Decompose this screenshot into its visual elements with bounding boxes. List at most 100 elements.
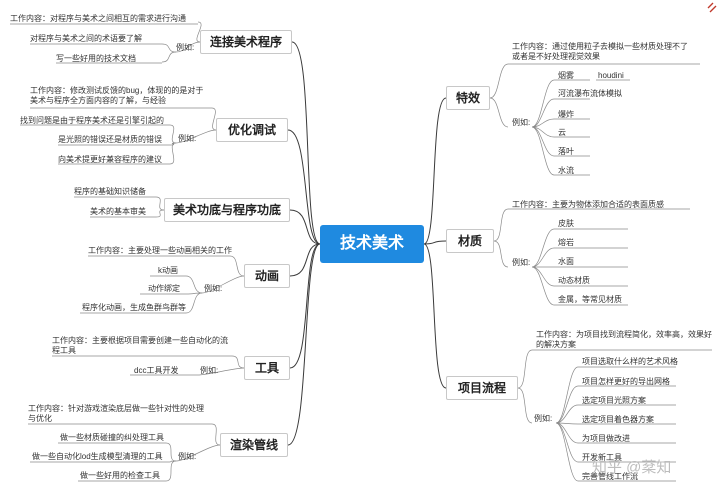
node-vfx[interactable]: 特效 xyxy=(446,86,490,110)
pipe-a-1 xyxy=(175,444,221,462)
example-project: 例如: xyxy=(534,414,553,423)
leaf-mat-4: 动态材质 xyxy=(558,276,590,285)
leaf-pipe-3: 做一些好用的检查工具 xyxy=(80,471,160,480)
leaf-proj-7: 完善管线工作流 xyxy=(582,472,638,481)
leaf-mat-3: 水面 xyxy=(558,257,574,266)
mat-b-1 xyxy=(531,247,555,268)
conn-a-0 xyxy=(196,21,202,43)
leaf-connect-1: 对程序与美术之间的术语要了解 xyxy=(30,34,142,43)
example-tools: 例如: xyxy=(200,366,219,375)
connector-right-1 xyxy=(423,240,447,245)
branch-connectors xyxy=(287,41,447,446)
connector-left-2 xyxy=(289,209,321,245)
node-animation[interactable]: 动画 xyxy=(244,264,290,288)
anim-b-2 xyxy=(185,292,203,314)
fund-1 xyxy=(155,209,165,218)
opt-a-1 xyxy=(175,129,217,144)
node-material[interactable]: 材质 xyxy=(446,229,494,253)
example-optimize: 例如: xyxy=(178,134,197,143)
node-optimize-debug[interactable]: 优化调试 xyxy=(216,118,288,142)
fund-0 xyxy=(155,196,165,211)
example-pipeline: 例如: xyxy=(178,452,197,461)
proj-b-4 xyxy=(555,422,579,444)
leaf-underlines xyxy=(10,21,712,482)
pipe-a-0 xyxy=(211,423,221,446)
vfx-b-5 xyxy=(531,126,555,176)
vfx-b-2 xyxy=(531,118,555,128)
mat-b-4 xyxy=(531,266,555,306)
desc-tools: 工作内容：主要根据项目需要创建一些自动化的流程工具 xyxy=(52,336,228,355)
node-connect-art-program[interactable]: 连接美术程序 xyxy=(200,30,292,54)
desc-material: 工作内容：主要为物体添加合适的表面质感 xyxy=(512,200,664,209)
node-project-pipeline[interactable]: 项目流程 xyxy=(446,376,518,400)
leaf-pipe-1: 做一些材质碰撞的纠处理工具 xyxy=(60,433,164,442)
example-connect: 例如: xyxy=(176,43,195,52)
leaf-tools-1: dcc工具开发 xyxy=(134,366,179,375)
example-vfx: 例如: xyxy=(512,118,531,127)
leaf-vfx-1: 烟雾 xyxy=(558,71,574,80)
vfx-b-0 xyxy=(531,79,555,128)
leaf-connect-2: 写一些好用的技术文档 xyxy=(56,54,136,63)
leaf-fund-1: 程序的基础知识储备 xyxy=(74,187,146,196)
vfx-a-0 xyxy=(489,63,509,99)
node-render-pipeline[interactable]: 渲染管线 xyxy=(220,433,288,457)
leaf-vfx-extra: houdini xyxy=(598,71,624,80)
leaf-optimize-2: 是光照的错误还是材质的错误 xyxy=(58,135,162,144)
pipe-b-2 xyxy=(165,460,177,482)
proj-b-6 xyxy=(555,422,579,482)
tools-a-0 xyxy=(231,355,245,369)
node-art-program-fundamentals[interactable]: 美术功底与程序功底 xyxy=(164,198,290,222)
leaf-mat-5: 金属，等常见材质 xyxy=(558,295,622,304)
leaf-proj-1: 项目选取什么样的艺术风格 xyxy=(582,357,678,366)
anim-a-1 xyxy=(201,275,245,294)
desc-vfx: 工作内容：通过使用粒子去模拟一些材质处理不了或者是不好处理视觉效果 xyxy=(512,42,688,61)
connector-left-5 xyxy=(287,243,321,446)
leaf-proj-3: 选定项目光照方案 xyxy=(582,396,646,405)
desc-project: 工作内容：为项目找到流程简化，效率高，效果好的解决方案 xyxy=(536,330,712,349)
desc-animation: 工作内容：主要处理一些动画相关的工作 xyxy=(88,246,232,255)
connector-left-4 xyxy=(289,243,321,369)
leaf-proj-2: 项目怎样更好的导出网格 xyxy=(582,377,670,386)
leaf-vfx-6: 水流 xyxy=(558,166,574,175)
pipe-b-0 xyxy=(165,442,177,462)
node-tools[interactable]: 工具 xyxy=(244,356,290,380)
mat-a-0 xyxy=(493,208,509,242)
vfx-b-1 xyxy=(531,98,555,128)
link-icon xyxy=(707,2,717,13)
mat-a-1 xyxy=(493,240,509,268)
leaf-proj-4: 选定项目着色器方案 xyxy=(582,415,654,424)
leaf-pipe-2: 做一些自动化lod生成模型清理的工具 xyxy=(32,452,163,461)
leaf-optimize-3: 向美术提更好兼容程序的建议 xyxy=(58,155,162,164)
opt-b-2 xyxy=(169,142,177,165)
proj-b-1 xyxy=(555,385,579,424)
leaf-fund-2: 美术的基本审美 xyxy=(90,207,146,216)
anim-b-0 xyxy=(185,275,203,294)
tools-a-1 xyxy=(197,367,245,376)
leaf-vfx-2: 河流瀑布流体模拟 xyxy=(558,89,622,98)
leaf-mat-2: 熔岩 xyxy=(558,238,574,247)
example-material: 例如: xyxy=(512,258,531,267)
connector-right-2 xyxy=(423,243,447,389)
proj-a-0 xyxy=(517,349,533,389)
leaf-vfx-4: 云 xyxy=(558,128,566,137)
conn-a-1 xyxy=(175,41,201,53)
watermark: 知乎 @棻知 xyxy=(592,459,672,476)
connector-left-3 xyxy=(289,243,321,277)
leaf-anim-2: 动作绑定 xyxy=(148,284,180,293)
central-topic[interactable]: 技术美术 xyxy=(320,225,424,263)
leaf-anim-1: k动画 xyxy=(158,266,178,275)
desc-connect: 工作内容：对程序与美术之间相互的需求进行沟通 xyxy=(10,14,186,23)
conn-b-1 xyxy=(161,51,177,63)
opt-a-0 xyxy=(211,107,217,131)
conn-b-0 xyxy=(161,43,177,53)
leaf-anim-3: 程序化动画，生成鱼群鸟群等 xyxy=(82,303,186,312)
example-animation: 例如: xyxy=(204,284,223,293)
desc-optimize: 工作内容：修改测试反馈的bug，体现的的是对于美术与程序全方面内容的了解，与经验 xyxy=(30,86,204,105)
leaf-vfx-3: 爆炸 xyxy=(558,110,574,119)
leaf-vfx-5: 落叶 xyxy=(558,147,574,156)
proj-b-0 xyxy=(555,366,579,424)
opt-b-0 xyxy=(169,124,177,144)
mat-b-0 xyxy=(531,228,555,268)
leaf-proj-5: 为项目做改进 xyxy=(582,434,630,443)
